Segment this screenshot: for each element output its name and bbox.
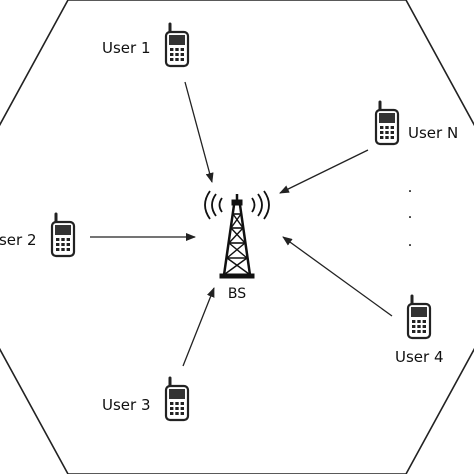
user-n-label: User N [408,124,458,142]
user-3-label: User 3 [102,396,151,414]
mobile-phone-icon [50,212,76,258]
user-1-label: User 1 [102,39,151,57]
uplink-arrow-user-n [279,149,369,194]
mobile-phone-icon [406,294,432,340]
ellipsis-dot: . [408,232,413,250]
ellipsis-dot: . [408,178,413,196]
mobile-phone-icon [164,376,190,422]
mobile-phone-icon [164,22,190,68]
uplink-arrow-user-3 [182,287,215,367]
user-2-label: User 2 [0,231,37,249]
base-station-label: BS [228,286,246,302]
base-station-tower-icon [204,190,270,279]
uplink-arrow-user-1 [184,81,214,183]
user-4-label: User 4 [395,348,444,366]
ellipsis-dot: . [408,204,413,222]
mobile-phone-icon [374,100,400,146]
uplink-arrow-user-4 [282,236,393,317]
